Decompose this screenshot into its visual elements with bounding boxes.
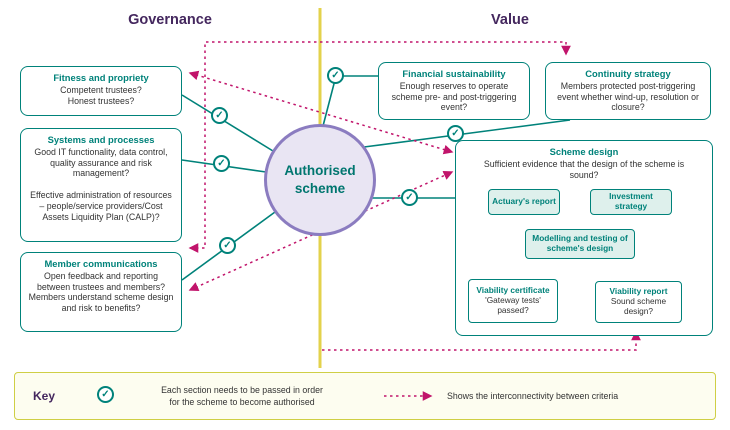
systems-processes-title: Systems and processes (47, 134, 155, 145)
fitness-propriety-box: Fitness and propriety Competent trustees… (20, 66, 182, 116)
scheme-design-title: Scheme design (549, 146, 619, 157)
authorised-scheme-circle: Authorised scheme (264, 124, 376, 236)
continuity-strategy-box: Continuity strategy Members protected po… (545, 62, 711, 120)
check-icon: ✓ (97, 386, 114, 403)
scheme-design-box: Scheme design Sufficient evidence that t… (455, 140, 713, 336)
investment-strategy-box: Investment strategy (590, 189, 672, 215)
scheme-design-subtitle: Sufficient evidence that the design of t… (483, 158, 685, 180)
legend-label: Key (33, 389, 56, 403)
viability-certificate-title: Viability certificate (476, 285, 550, 296)
check-icon: ✓ (327, 67, 344, 84)
viability-certificate-box: Viability certificate 'Gateway tests' pa… (468, 279, 558, 323)
member-communications-box: Member communications Open feedback and … (20, 252, 182, 332)
viability-report-body: Sound scheme design? (610, 296, 667, 316)
governance-header: Governance (128, 12, 212, 28)
legend: Key ✓ Each section needs to be passed in… (14, 372, 716, 420)
viability-report-title: Viability report (609, 286, 668, 297)
continuity-strategy-title: Continuity strategy (585, 68, 671, 79)
systems-processes-body: Good IT functionality, data control, qua… (30, 146, 172, 223)
fitness-propriety-body: Competent trustees? Honest trustees? (60, 84, 142, 106)
check-icon: ✓ (219, 237, 236, 254)
viability-report-box: Viability report Sound scheme design? (595, 281, 682, 323)
check-icon: ✓ (213, 155, 230, 172)
check-icon: ✓ (401, 189, 418, 206)
authorised-scheme-label: Authorised scheme (284, 163, 356, 196)
legend-dotted-text: Shows the interconnectivity between crit… (447, 391, 619, 401)
value-header: Value (491, 12, 529, 28)
viability-certificate-body: 'Gateway tests' passed? (485, 295, 541, 315)
dotted-arrow-icon (384, 391, 433, 401)
continuity-strategy-body: Members protected post-triggering event … (557, 80, 699, 113)
systems-processes-box: Systems and processes Good IT functional… (20, 128, 182, 242)
financial-sustainability-body: Enough reserves to operate scheme pre- a… (391, 80, 517, 113)
check-icon: ✓ (211, 107, 228, 124)
financial-sustainability-box: Financial sustainability Enough reserves… (378, 62, 530, 120)
member-communications-title: Member communications (44, 258, 158, 269)
member-communications-body: Open feedback and reporting between trus… (28, 270, 174, 314)
legend-check-text: Each section needs to be passed in order… (161, 385, 323, 408)
check-icon: ✓ (447, 125, 464, 142)
actuarys-report-box: Actuary's report (488, 189, 560, 215)
dotted-connectors (188, 41, 641, 351)
modelling-testing-box: Modelling and testing of scheme's design (525, 229, 635, 259)
financial-sustainability-title: Financial sustainability (402, 68, 506, 79)
fitness-propriety-title: Fitness and propriety (53, 72, 149, 83)
